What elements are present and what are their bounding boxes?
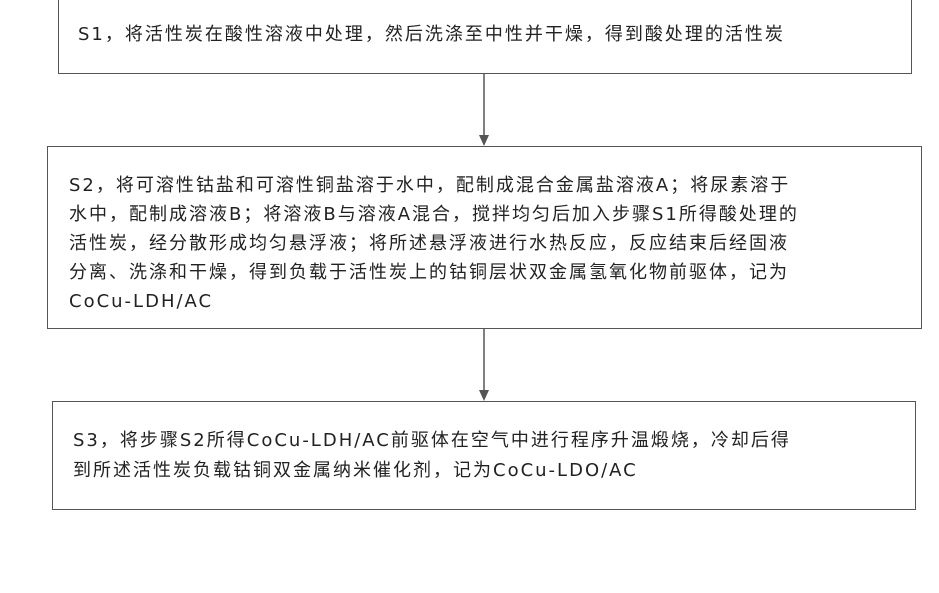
arrow-head-icon [479,390,489,401]
arrow-s2-to-s3 [479,329,489,401]
arrow-head-icon [479,135,489,146]
arrow-s1-to-s2 [479,74,489,146]
